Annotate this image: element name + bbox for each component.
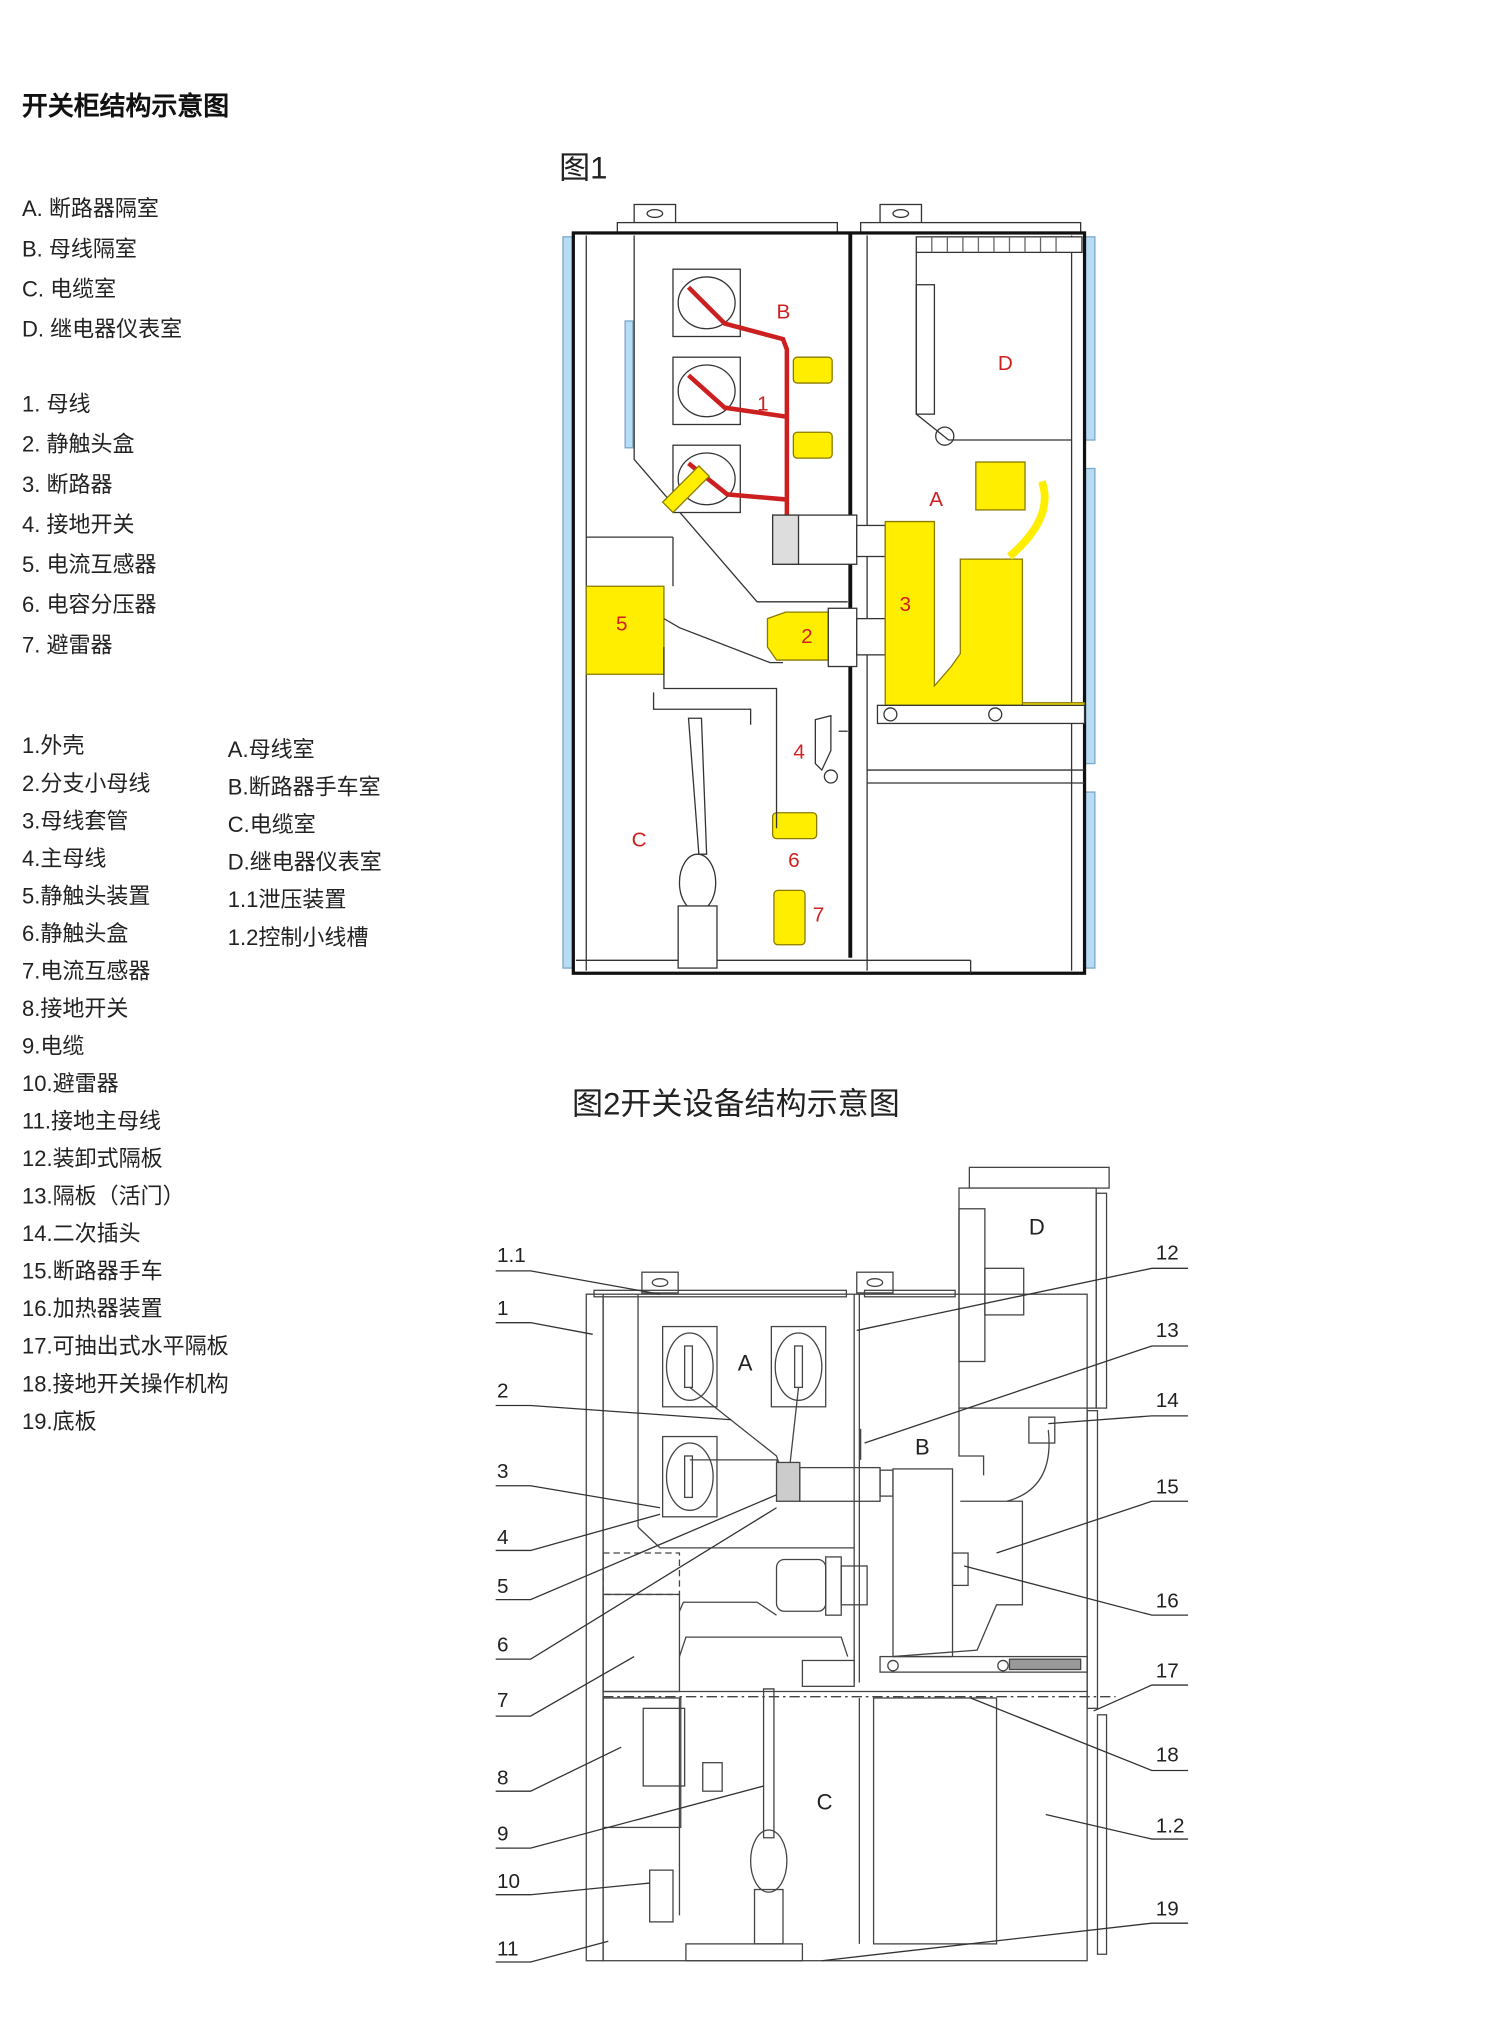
label-A: A [929,488,943,511]
callout-label: 5 [497,1575,509,1598]
legend-item: 3.母线套管 [22,808,129,834]
legend-item: 1.2控制小线槽 [227,925,369,950]
legend-item: 8.接地开关 [22,996,129,1022]
label-B: B [915,1435,930,1460]
label-5: 5 [616,612,628,635]
callout-label: 19 [1156,1897,1179,1920]
callout-label: 16 [1156,1589,1179,1612]
current-transformer [585,585,665,675]
legend-item: D. 继电器仪表室 [22,317,183,342]
callout-label: 8 [497,1767,509,1790]
legend-compartments-fig2: A.母线室 B.断路器手车室 C.电缆室 D.继电器仪表室 1.1泄压装置 1.2控制小线… [228,731,382,956]
legend-item: C. 电缆室 [22,276,117,302]
callout-label: 17 [1156,1659,1179,1682]
legend-item: 16.加热器装置 [22,1296,163,1322]
legend-item: 6.静触头盒 [22,921,129,947]
label-1: 1 [757,392,769,415]
legend-item: 2.分支小母线 [22,771,151,796]
callout-label: 7 [497,1689,509,1712]
legend-item: 4.主母线 [22,846,107,871]
legend-parts-fig1: 1. 母线 2. 静触头盒 3. 断路器 4. 接地开关 5. 电流互感器 6.… [22,384,156,665]
legend-item: 6. 电容分压器 [22,592,157,618]
label-D: D [1029,1215,1045,1240]
callout-label: 6 [497,1633,509,1656]
label-4: 4 [793,740,805,763]
legend-compartments-fig1: A. 断路器隔室 B. 母线隔室 C. 电缆室 D. 继电器仪表室 [22,189,182,349]
callout-label: 9 [497,1822,509,1845]
legend-item: 5. 电流互感器 [22,552,157,578]
callout-label: 1 [497,1297,509,1320]
legend-item: 1. 母线 [22,392,91,417]
figure-1: 图1 [559,151,1096,975]
label-3: 3 [899,593,911,616]
figure-2-caption: 图2开关设备结构示意图 [572,1086,900,1121]
legend-item: B.断路器手车室 [227,775,381,800]
legend-item: 19.底板 [22,1409,97,1434]
figure-2: 图2开关设备结构示意图 [495,1086,1189,1963]
legend-item: 2. 静触头盒 [22,432,135,457]
legend-item: B. 母线隔室 [22,236,137,262]
callouts-right: 12 13 14 15 16 17 18 1.2 19 [1156,1241,1185,1920]
figure-1-labels: B 1 D A 3 5 2 4 C 6 7 [616,300,1013,926]
legend-item: C.电缆室 [227,812,316,838]
legend-item: 10.避雷器 [22,1071,119,1097]
label-6: 6 [788,849,800,872]
label-C: C [632,828,647,851]
label-A: A [738,1351,753,1376]
label-7: 7 [813,903,825,926]
legend-parts-fig2: 1.外壳 2.分支小母线 3.母线套管 4.主母线 5.静触头装置 6.静触头盒 7.电流互… [22,727,229,1440]
callout-label: 13 [1156,1319,1179,1342]
legend-item: 9.电缆 [22,1034,85,1059]
legend-item: 7.电流互感器 [22,959,151,984]
callout-label: 3 [497,1460,509,1483]
callout-label: 18 [1156,1743,1179,1766]
label-C: C [817,1789,833,1814]
legend-item: 1.1泄压装置 [227,887,347,913]
legend-item: 11.接地主母线 [22,1109,161,1134]
legend-item: 17.可抽出式水平隔板 [22,1334,229,1359]
legend-item: 14.二次插头 [22,1221,141,1247]
callout-label: 4 [497,1526,509,1549]
legend-item: 13.隔板（活门） [22,1184,185,1209]
label-D: D [998,352,1013,375]
legend-item: 1.外壳 [22,733,85,759]
legend-item: 3. 断路器 [22,472,113,497]
legend-item: D.继电器仪表室 [227,850,382,875]
figure-2-labels: A B C D [738,1215,1045,1815]
label-2: 2 [801,625,813,648]
callout-label: 15 [1156,1476,1179,1499]
label-B: B [777,300,791,323]
figure-1-caption: 图1 [559,151,607,186]
legend-item: 18.接地开关操作机构 [22,1371,229,1397]
leader-lines [495,1267,1189,1963]
callout-label: 1.1 [497,1244,526,1267]
legend-item: 12.装卸式隔板 [22,1146,163,1172]
legend-item: A.母线室 [227,737,315,763]
callout-label: 2 [497,1380,509,1403]
callout-label: 1.2 [1156,1815,1185,1838]
circuit-breaker [884,461,1049,706]
callouts-left: 1.1 1 2 3 4 5 6 7 8 9 10 11 [497,1244,526,1961]
legend-item: A. 断路器隔室 [22,196,159,222]
page-title: 开关柜结构示意图 [22,93,230,122]
legend-item: 7. 避雷器 [22,632,113,658]
callout-label: 11 [497,1938,518,1961]
callout-label: 12 [1156,1241,1179,1264]
legend-item: 15.断路器手车 [22,1259,163,1284]
legend-item: 4. 接地开关 [22,512,135,538]
callout-label: 14 [1156,1389,1179,1412]
legend-item: 5.静触头装置 [22,883,151,909]
callout-label: 10 [497,1870,520,1893]
